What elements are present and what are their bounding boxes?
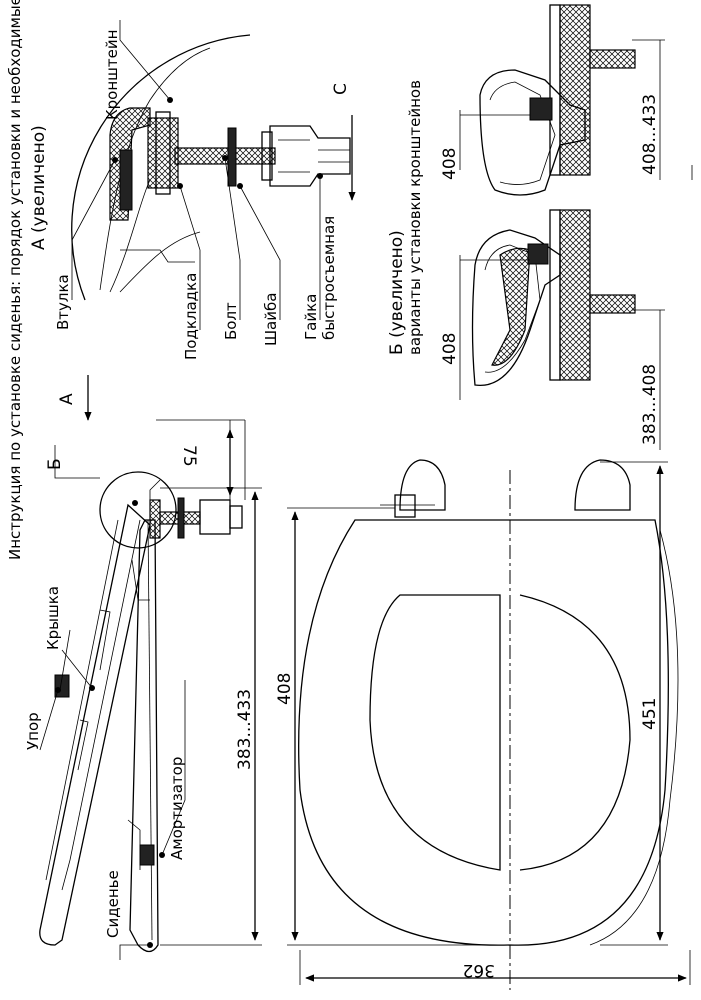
dim-side-span: 383...433 bbox=[235, 689, 255, 770]
label-bolt: Болт bbox=[222, 302, 240, 340]
label-nut-line1: Гайка bbox=[302, 294, 320, 340]
label-washer: Шайба bbox=[262, 293, 280, 346]
label-nut-line2: быстросъемная bbox=[320, 216, 338, 340]
dim-b-left-height: 408 bbox=[440, 333, 460, 365]
label-lid: Крышка bbox=[44, 586, 62, 650]
view-a-detail: А (увеличено) Кронштейн bbox=[29, 20, 356, 360]
dim-75: 75 bbox=[179, 445, 199, 467]
dim-plan-451: 451 bbox=[640, 698, 660, 730]
view-b-subtitle: варианты установки кронштейнов bbox=[406, 80, 424, 355]
section-mark-c: С bbox=[331, 83, 351, 95]
header-text: Инструкция по установке сиденья: порядок… bbox=[6, 0, 24, 560]
label-sleeve: Втулка bbox=[54, 274, 72, 330]
label-gasket: Подкладка bbox=[182, 273, 200, 360]
label-stop: Упор bbox=[24, 712, 42, 750]
view-mark-a: А bbox=[57, 393, 77, 405]
view-b-title: Б (увеличено) bbox=[387, 230, 407, 355]
view-b-detail: Б (увеличено) варианты установки кронште… bbox=[387, 4, 693, 450]
dim-plan-408: 408 bbox=[275, 673, 295, 705]
dim-b-left-span: 383...408 bbox=[640, 364, 660, 445]
side-view: А Б Крышка Упор bbox=[24, 375, 262, 960]
label-seat: Сиденье bbox=[104, 870, 122, 938]
view-a-title: А (увеличено) bbox=[29, 125, 49, 250]
dim-b-right-height: 408 bbox=[440, 148, 460, 180]
dim-plan-362: 362 bbox=[463, 960, 495, 980]
dim-b-right-span: 408...433 bbox=[640, 94, 660, 175]
plan-view: 408 451 362 bbox=[275, 459, 691, 990]
label-damper: Амортизатор bbox=[168, 757, 186, 860]
label-bracket: Кронштейн bbox=[103, 30, 121, 120]
